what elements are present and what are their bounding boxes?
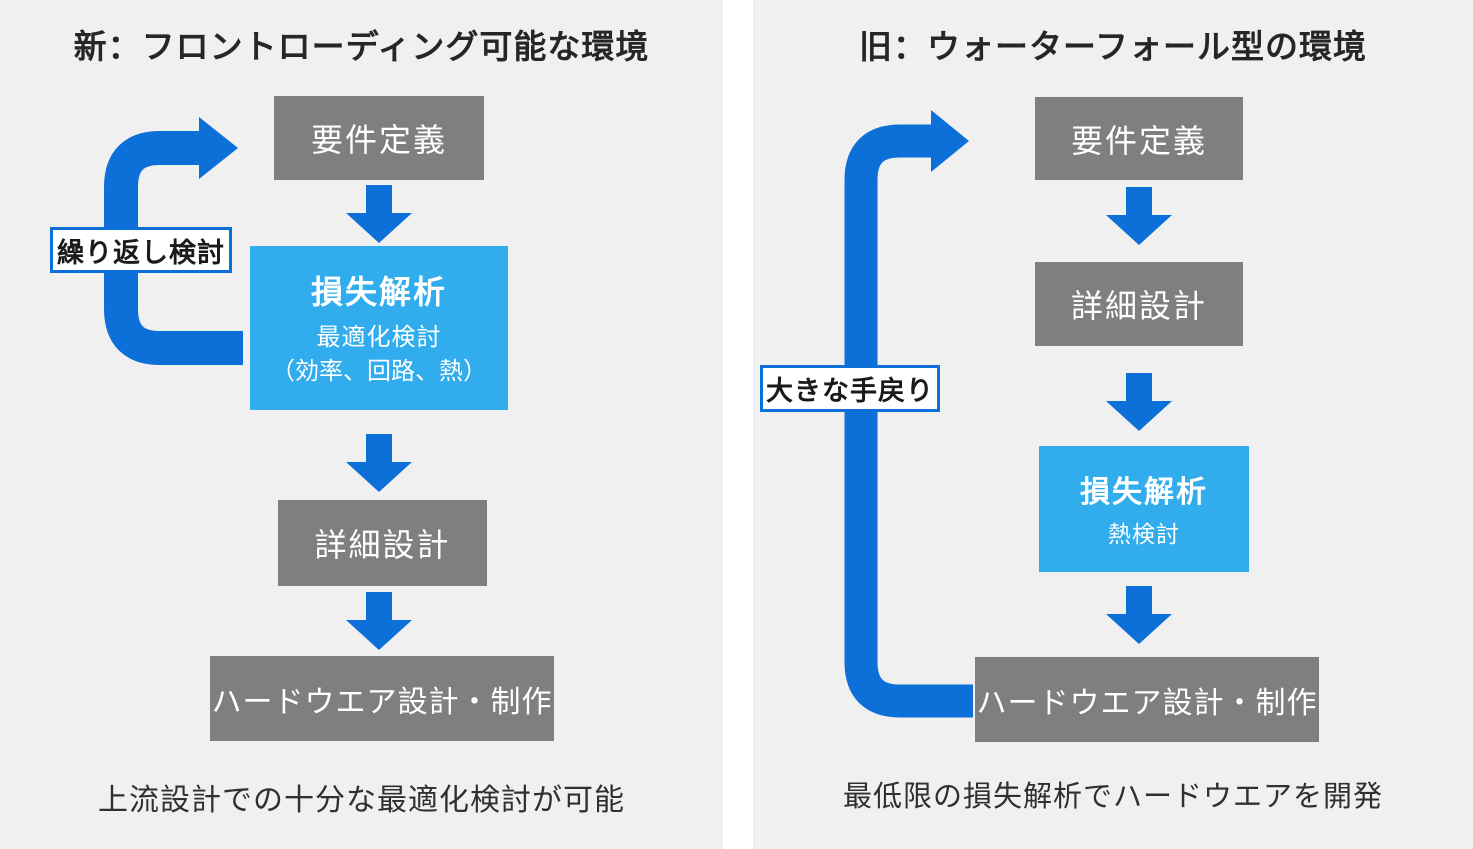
flow-box-detail-design: 詳細設計 (278, 500, 487, 586)
flow-box-label: ハードウエア設計・制作 (976, 686, 1318, 720)
flow-box-label: 損失解析 (310, 274, 447, 310)
flow-box-label: 詳細設計 (1070, 288, 1207, 324)
flow-box-detail-design: 詳細設計 (1035, 262, 1243, 346)
loop-label-rework: 大きな手戻り (760, 365, 940, 412)
down-arrow-icon (1106, 373, 1172, 431)
flow-box-label: 要件定義 (1070, 122, 1207, 159)
panel-old-title: 旧：ウォーターフォール型の環境 (858, 28, 1368, 65)
loop-arrow-icon (844, 110, 973, 718)
flow-box-sublabel: 熱検討 (1108, 521, 1180, 547)
loop-label-text: 繰り返し検討 (57, 237, 225, 268)
flow-box-loss-analysis: 損失解析 熱検討 (1039, 446, 1249, 572)
flow-box-label: ハードウエア設計・制作 (211, 685, 553, 719)
panel-new-frontloading: 新：フロントローディング可能な環境 繰り返し検討 要件定義 損失解析 最適化検討… (0, 0, 723, 849)
flow-box-label: 詳細設計 (314, 527, 451, 563)
loop-label-text: 大きな手戻り (766, 376, 934, 406)
flow-box-sublabel: （効率、回路、熱） (271, 358, 487, 385)
flow-box-label: 損失解析 (1080, 476, 1208, 509)
panel-new-title: 新：フロントローディング可能な環境 (73, 28, 650, 65)
panel-new-caption: 上流設計での十分な最適化検討が可能 (98, 784, 625, 817)
flow-box-label: 要件定義 (310, 122, 447, 158)
flow-box-loss-analysis: 損失解析 最適化検討 （効率、回路、熱） (250, 246, 508, 410)
flow-box-sublabel: 最適化検討 (316, 324, 442, 351)
loop-label-iterate: 繰り返し検討 (50, 227, 232, 273)
flow-box-hardware: ハードウエア設計・制作 (975, 657, 1319, 742)
panel-old-caption: 最低限の損失解析でハードウエアを開発 (842, 781, 1383, 813)
down-arrow-icon (1106, 187, 1172, 245)
down-arrow-icon (346, 185, 412, 243)
down-arrow-icon (346, 592, 412, 650)
flow-box-requirements: 要件定義 (274, 96, 484, 180)
down-arrow-icon (1106, 586, 1172, 644)
panel-old-waterfall: 旧：ウォーターフォール型の環境 大きな手戻り 要件定義 詳細設計 損失解析 熱検… (753, 0, 1473, 849)
flow-box-hardware: ハードウエア設計・制作 (210, 656, 554, 741)
down-arrow-icon (346, 434, 412, 492)
flow-box-requirements: 要件定義 (1035, 97, 1243, 180)
